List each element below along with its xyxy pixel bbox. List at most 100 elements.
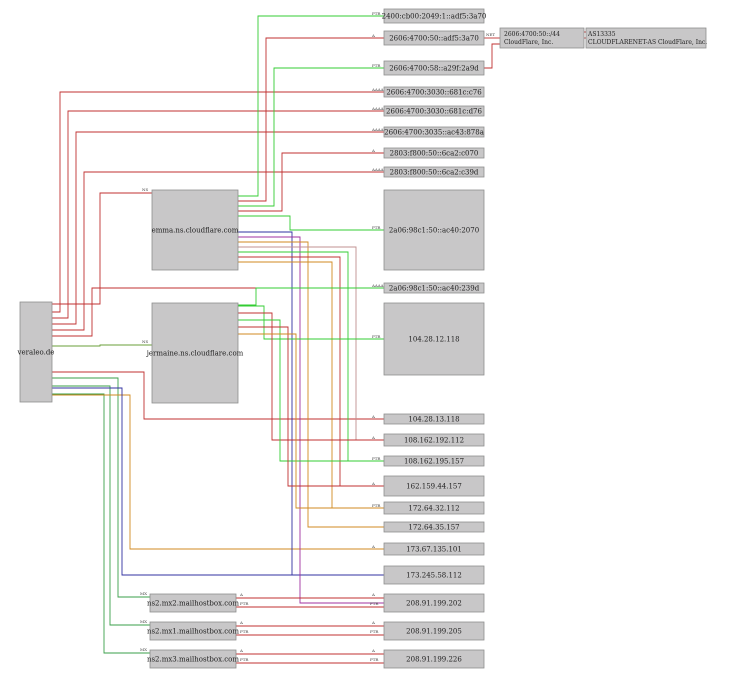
address-node-label: 2606:4700:58::a29f:2a9d: [389, 65, 479, 73]
edge-label: PTR: [370, 629, 379, 634]
edge-line: [238, 246, 384, 441]
address-node[interactable]: [383, 593, 485, 613]
address-node-label: 108.162.195.157: [404, 458, 464, 466]
address-node-label: 104.28.13.118: [408, 416, 459, 424]
edge-line: [52, 287, 384, 337]
edge-line: [238, 236, 384, 604]
nameserver-node-label: jermaine.ns.cloudflare.com: [146, 350, 244, 358]
asn-label: AS13335: [587, 31, 616, 38]
address-node-label: 162.159.44.157: [406, 483, 462, 491]
address-node[interactable]: [383, 413, 485, 425]
edge-label: PTR: [370, 601, 379, 606]
edge-line: [238, 251, 384, 462]
node-layer: veraleo.deemma.ns.cloudflare.comjermaine…: [17, 8, 707, 669]
edge-label: A: [371, 435, 375, 440]
edge-label: A: [239, 648, 243, 653]
address-node[interactable]: [383, 147, 485, 159]
edge-line: [52, 192, 152, 305]
edge-line: [52, 394, 384, 550]
edge-label: A: [371, 544, 375, 549]
root-domain-node[interactable]: [19, 301, 53, 403]
edge-line: [52, 171, 384, 331]
edge-label: NET: [486, 32, 495, 37]
address-node-label: 2606:4700:3030::681c:c76: [386, 89, 482, 97]
edge-label: PTR: [372, 456, 381, 461]
edge-label: NS: [142, 339, 149, 344]
address-node[interactable]: [383, 166, 485, 178]
address-node[interactable]: [383, 105, 485, 117]
address-node[interactable]: [383, 565, 485, 585]
mailserver-node[interactable]: [149, 593, 237, 613]
edge-label: PTR: [372, 63, 381, 68]
edge-label: MX: [140, 647, 147, 652]
address-node[interactable]: [383, 30, 485, 46]
edge-label: PTR: [240, 601, 249, 606]
edge-label: PTR: [240, 657, 249, 662]
edge-line: [52, 110, 384, 319]
asn-node[interactable]: [585, 27, 707, 49]
nameserver-node[interactable]: [151, 189, 239, 271]
address-node[interactable]: [383, 455, 485, 467]
edge-line: [238, 67, 384, 207]
edge-line: [52, 91, 384, 313]
edge-line: [52, 393, 150, 654]
edge-line: [238, 37, 384, 202]
edge-label: A: [371, 620, 375, 625]
mailserver-node-label: ns2.mx3.mailhostbox.com: [147, 656, 239, 664]
edge-label: A: [371, 33, 375, 38]
mailserver-node[interactable]: [149, 649, 237, 669]
address-node[interactable]: [383, 501, 485, 515]
address-node-label: 208.91.199.202: [406, 600, 462, 608]
address-node-label: 104.28.12.118: [408, 336, 459, 344]
address-node[interactable]: [383, 542, 485, 556]
edge-label: PTR: [370, 657, 379, 662]
edge-label: AAAA: [371, 167, 384, 172]
nameserver-node-label: emma.ns.cloudflare.com: [152, 227, 239, 235]
nameserver-node[interactable]: [151, 302, 239, 404]
address-node[interactable]: [383, 86, 485, 98]
address-node[interactable]: [383, 521, 485, 533]
address-node-label: 2606:4700:50::adf5:3a70: [389, 35, 479, 43]
edge-line: [238, 215, 384, 231]
address-node[interactable]: [383, 621, 485, 641]
edge-label: AAAA: [371, 87, 384, 92]
mailserver-node-label: ns2.mx1.mailhostbox.com: [147, 628, 239, 636]
address-node-label: 208.91.199.205: [406, 628, 462, 636]
address-node[interactable]: [383, 475, 485, 497]
network-node[interactable]: [499, 27, 585, 49]
edge-label: MX: [140, 619, 147, 624]
edge-line: [52, 385, 150, 626]
edge-label: A: [239, 620, 243, 625]
edge-label: A: [371, 592, 375, 597]
edge-line: [238, 261, 384, 509]
edge-line: [52, 387, 384, 576]
edge-label: MX: [140, 591, 147, 596]
address-node[interactable]: [383, 189, 485, 271]
address-node[interactable]: [383, 8, 485, 24]
asn-sublabel: CLOUDFLARENET-AS CloudFlare, Inc.: [588, 39, 707, 46]
address-node[interactable]: [383, 433, 485, 447]
edge-label: AAAA: [371, 127, 384, 132]
edge-line: [238, 231, 384, 576]
address-node-label: 2a06:98c1:50::ac40:239d: [389, 285, 480, 293]
address-node-label: 172.64.32.112: [408, 505, 459, 513]
edge-line: [238, 305, 384, 340]
address-node-label: 2803:f800:50::6ca2:c070: [390, 150, 479, 158]
address-node[interactable]: [383, 282, 485, 294]
mailserver-node[interactable]: [149, 621, 237, 641]
edge-line: [238, 333, 384, 509]
edge-line: [52, 377, 150, 598]
address-node-label: 2606:4700:3035::ac43:878a: [384, 129, 484, 137]
address-node-label: 172.64.35.157: [408, 524, 459, 532]
edge-line: [238, 256, 384, 487]
address-node-label: 2400:cb00:2049:1::adf5:3a70: [382, 13, 487, 21]
address-node[interactable]: [383, 302, 485, 376]
address-node[interactable]: [383, 126, 485, 138]
address-node[interactable]: [383, 649, 485, 669]
edge-line: [238, 312, 384, 441]
edge-line: [52, 371, 384, 420]
address-node-label: 2606:4700:3030::681c:d76: [386, 108, 482, 116]
address-node[interactable]: [383, 60, 485, 76]
address-node-label: 173.67.135.101: [406, 546, 462, 554]
